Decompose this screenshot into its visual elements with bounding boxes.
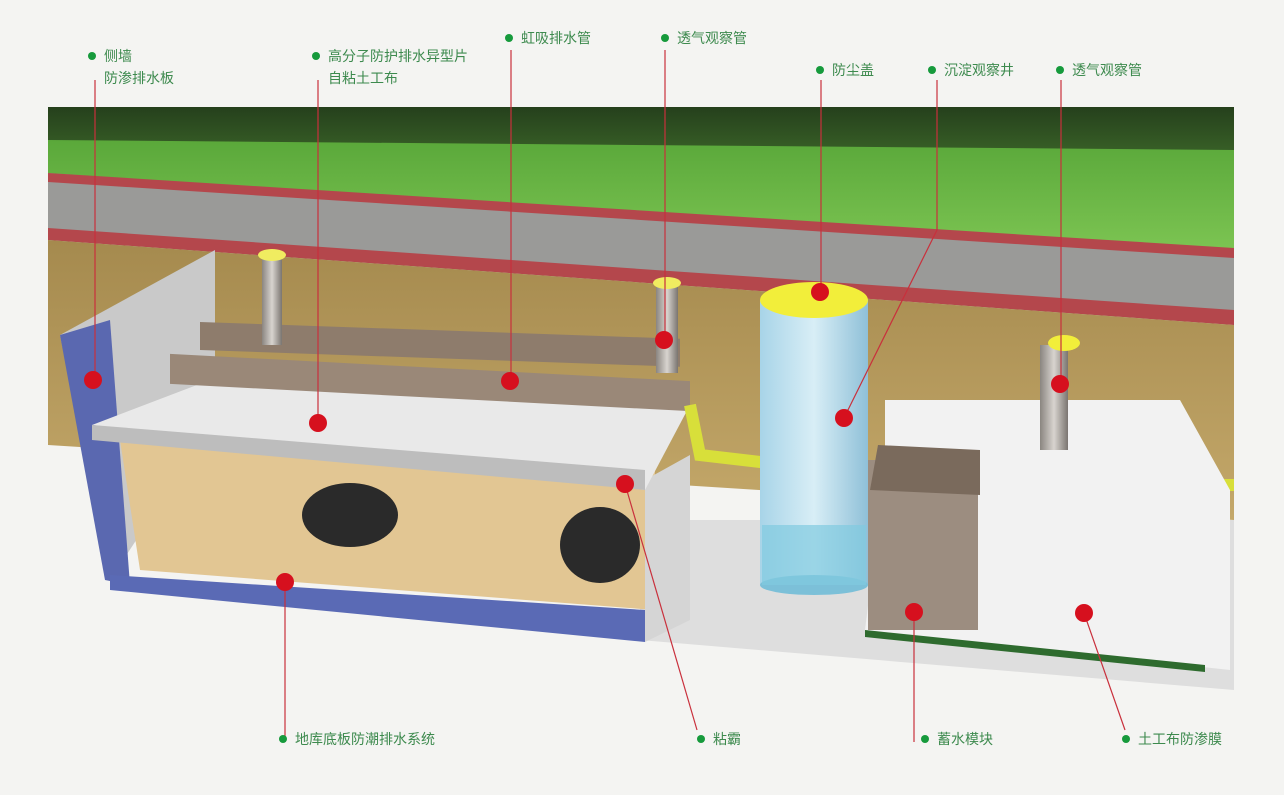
marker-vent-pipe-2 bbox=[1051, 375, 1069, 393]
label-dust-cover: 防尘盖 bbox=[816, 60, 874, 82]
marker-adhesive bbox=[616, 475, 634, 493]
bullet-icon bbox=[312, 52, 320, 60]
label-settling-well: 沉淀观察井 bbox=[928, 60, 1014, 82]
bullet-icon bbox=[928, 66, 936, 74]
label-siphon-pipe: 虹吸排水管 bbox=[505, 28, 591, 50]
marker-geomembrane bbox=[1075, 604, 1093, 622]
bullet-icon bbox=[921, 735, 929, 743]
marker-vent-pipe-1 bbox=[655, 331, 673, 349]
label-basement-floor: 地库底板防潮排水系统 bbox=[279, 729, 435, 751]
bullet-icon bbox=[661, 34, 669, 42]
label-polymer-sheet: 高分子防护排水异型片自粘土工布 bbox=[312, 46, 468, 90]
settling-well bbox=[760, 282, 868, 595]
marker-basement-floor bbox=[276, 573, 294, 591]
bullet-icon bbox=[1056, 66, 1064, 74]
label-adhesive: 粘霸 bbox=[697, 729, 741, 751]
label-storage-module: 蓄水模块 bbox=[921, 729, 993, 751]
marker-storage-module bbox=[905, 603, 923, 621]
label-geomembrane: 土工布防渗膜 bbox=[1122, 729, 1222, 751]
marker-side-wall bbox=[84, 371, 102, 389]
basement-garage bbox=[60, 250, 690, 642]
bullet-icon bbox=[505, 34, 513, 42]
bullet-icon bbox=[697, 735, 705, 743]
bullet-icon bbox=[1122, 735, 1130, 743]
label-vent-pipe-1: 透气观察管 bbox=[661, 28, 747, 50]
bullet-icon bbox=[279, 735, 287, 743]
marker-siphon-pipe bbox=[501, 372, 519, 390]
leader-lines bbox=[94, 50, 1126, 742]
marker-settling-well bbox=[835, 409, 853, 427]
marker-polymer-sheet bbox=[309, 414, 327, 432]
bullet-icon bbox=[816, 66, 824, 74]
markers bbox=[84, 283, 1093, 622]
marker-dust-cover bbox=[811, 283, 829, 301]
label-vent-pipe-2: 透气观察管 bbox=[1056, 60, 1142, 82]
label-side-wall: 侧墙防渗排水板 bbox=[88, 46, 174, 90]
storage-tank bbox=[865, 335, 1230, 672]
bullet-icon bbox=[88, 52, 96, 60]
